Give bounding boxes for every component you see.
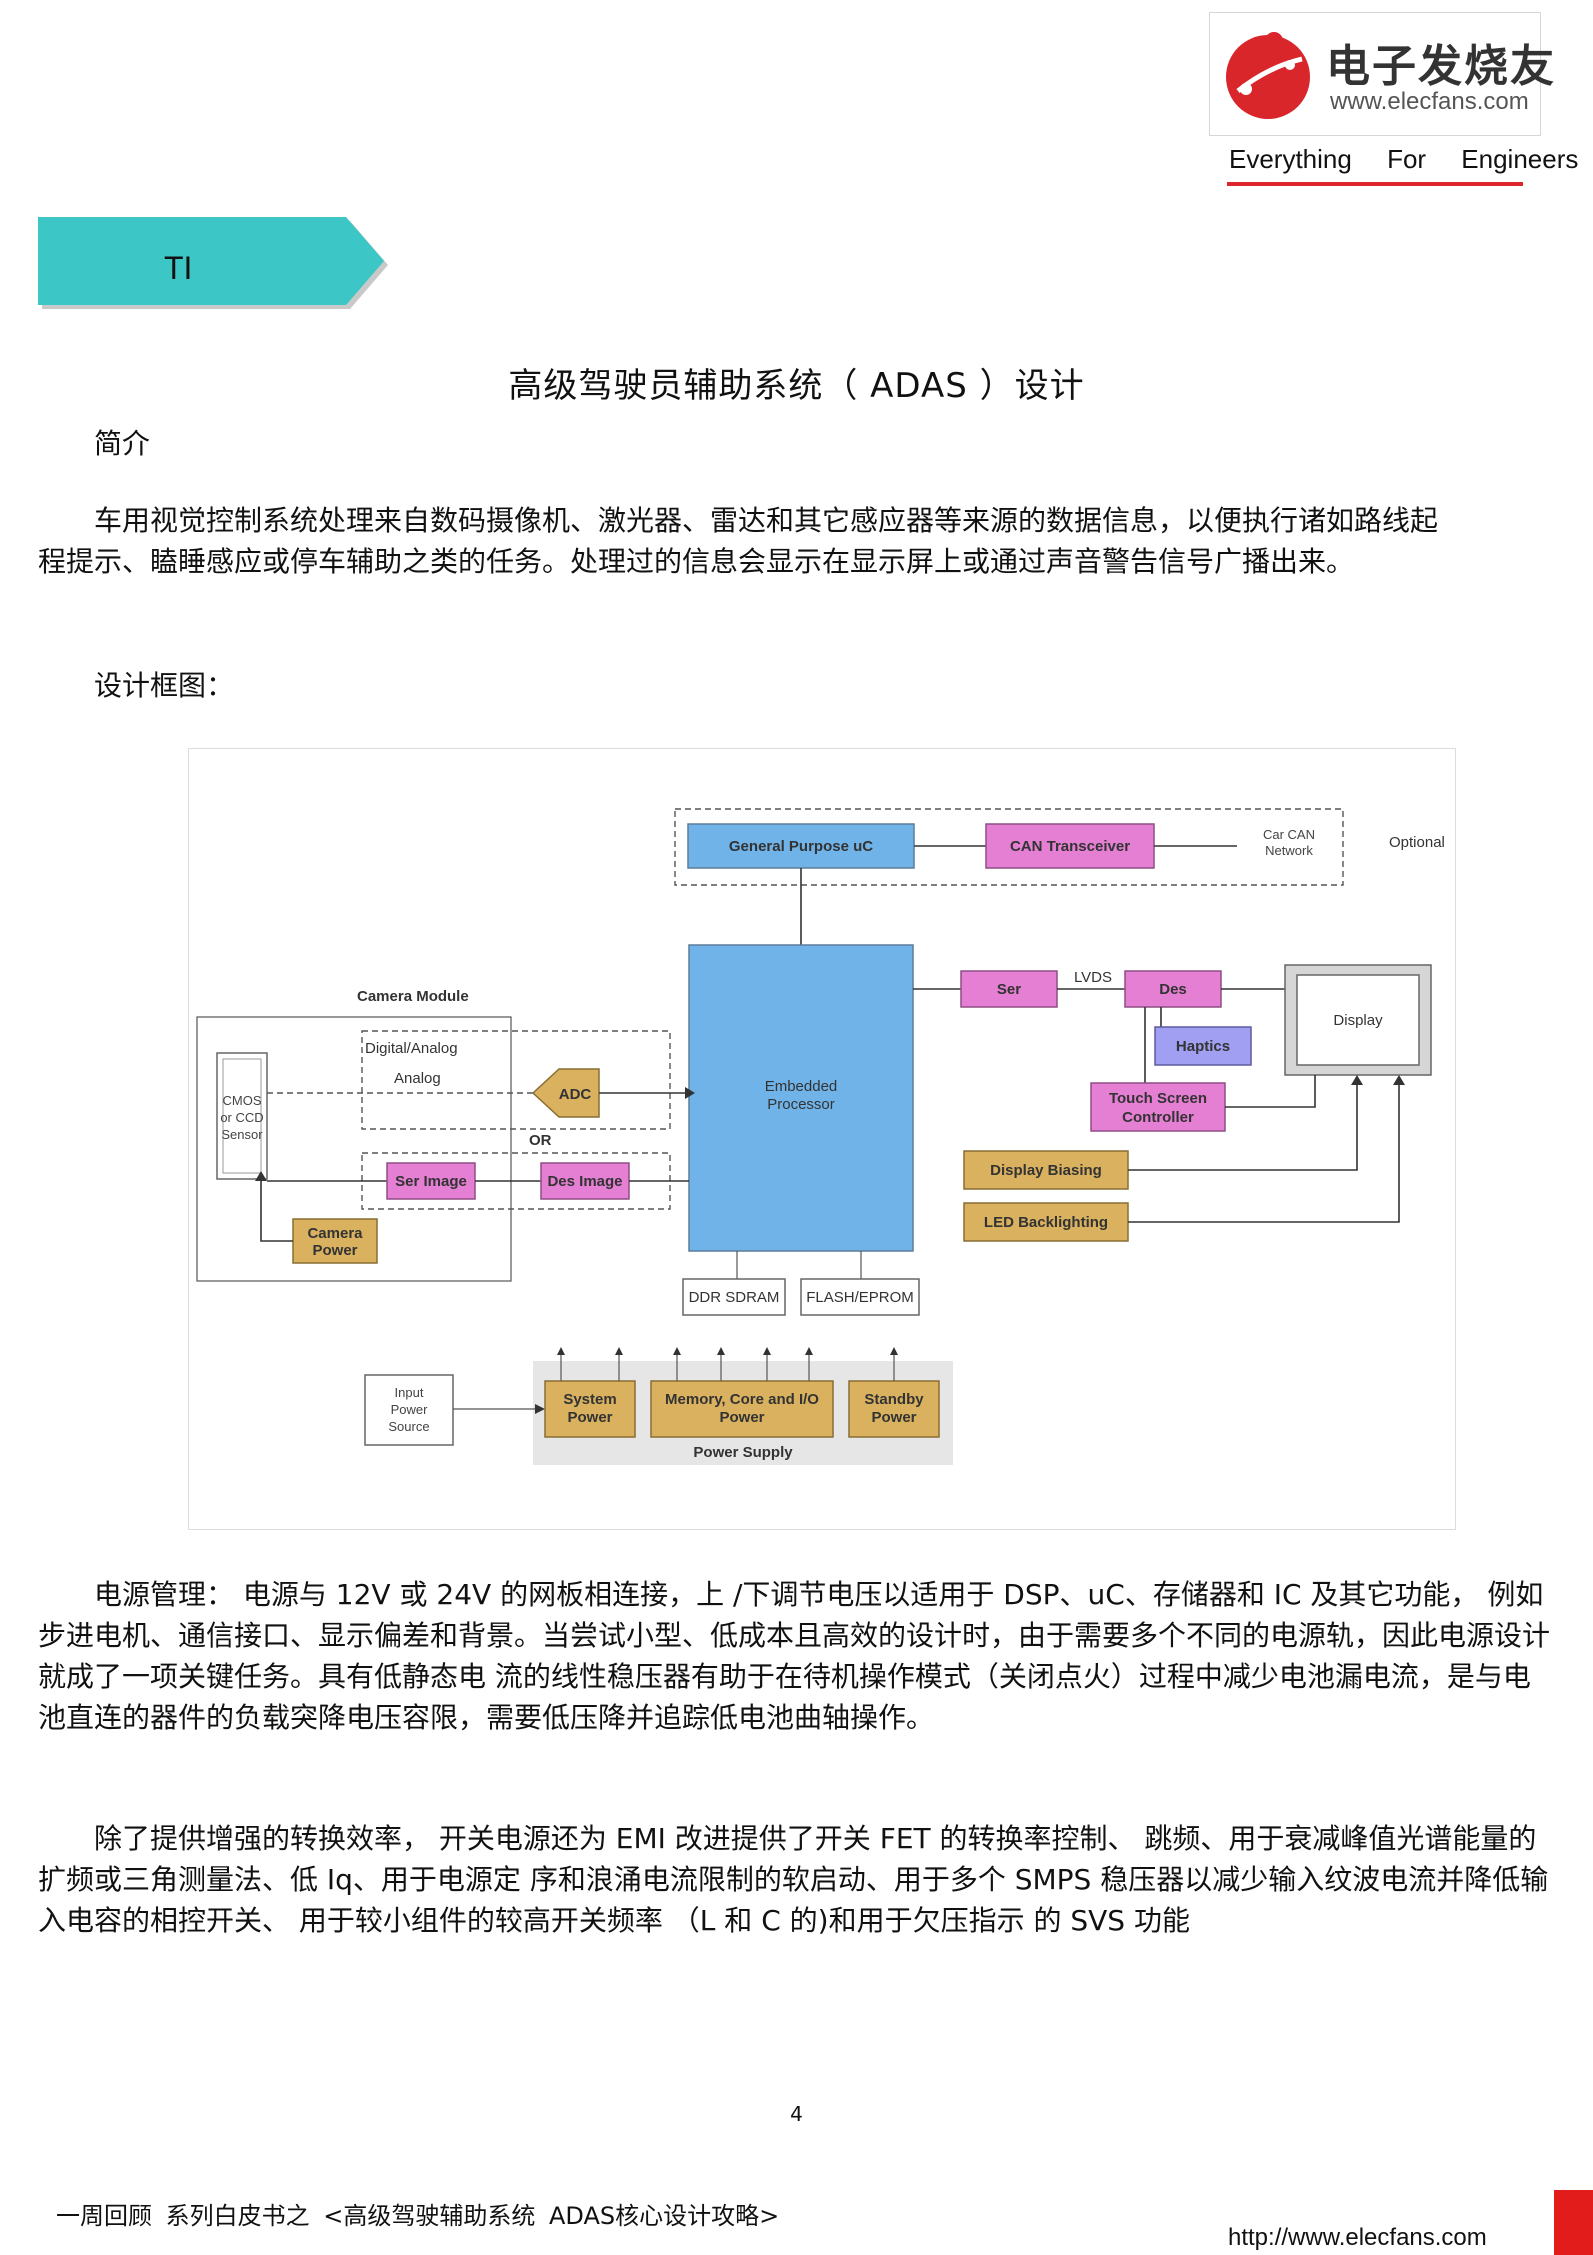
power-output-arrows (560, 1353, 895, 1381)
intro-paragraph: 车用视觉控制系统处理来自数码摄像机、激光器、雷达和其它感应器等来源的数据信息，以… (38, 500, 1458, 582)
backlight-display-line (1128, 1081, 1400, 1223)
intro-heading: 简介 (94, 427, 151, 460)
input-power-source-box (364, 1374, 454, 1446)
touch-controller-label-1: Touch Screen (1109, 1090, 1207, 1107)
switching-power-paragraph: 除了提供增强的转换效率， 开关电源还为 EMI 改进提供了开关 FET 的转换率… (38, 1818, 1558, 1941)
power-management-text: 电源管理： 电源与 12V 或 24V 的网板相连接，上 /下调节电压以适用于 … (38, 1578, 1551, 1734)
footer-url[interactable]: http://www.elecfans.com (1228, 2224, 1487, 2251)
standby-power-label-2: Power (871, 1409, 916, 1426)
camera-power-label-1: Camera (307, 1225, 363, 1242)
framework-heading: 设计框图： (94, 669, 235, 702)
embedded-processor-label-2: Processor (767, 1096, 835, 1113)
led-backlighting-label: LED Backlighting (984, 1214, 1108, 1231)
optional-frame (674, 808, 1344, 886)
car-can-network-label-2: Network (1265, 843, 1313, 858)
system-power-box (544, 1380, 636, 1438)
or-label: OR (529, 1132, 552, 1149)
cmos-label-1: CMOS (223, 1093, 262, 1108)
input-power-label-3: Source (388, 1419, 429, 1434)
touch-display-line (1225, 1075, 1316, 1108)
flash-eprom-label: FLASH/EPROM (806, 1289, 914, 1306)
haptics-box (1154, 1026, 1252, 1066)
haptics-label: Haptics (1176, 1038, 1230, 1055)
ddr-sdram-box (682, 1278, 786, 1316)
section-tab-shape (38, 217, 388, 309)
display-biasing-box (963, 1150, 1129, 1190)
des-image-label: Des Image (547, 1173, 622, 1190)
section-tab-label: TI (164, 250, 193, 286)
footer-caption: 一周回顾 系列白皮书之 <高级驾驶辅助系统 ADAS核心设计攻略> (56, 2202, 780, 2230)
system-power-label-2: Power (567, 1409, 612, 1426)
display-screen (1296, 974, 1420, 1066)
tagline: Everything For Engineers (1229, 144, 1579, 174)
general-purpose-uc-label: General Purpose uC (729, 838, 873, 855)
display-biasing-label: Display Biasing (990, 1162, 1102, 1179)
intro-paragraph-text: 车用视觉控制系统处理来自数码摄像机、激光器、雷达和其它感应器等来源的数据信息，以… (38, 504, 1439, 578)
embedded-processor-box (688, 944, 914, 1252)
logo-text-cn: 电子发烧友 (1326, 41, 1556, 92)
biasing-display-line (1128, 1081, 1358, 1171)
optional-label: Optional (1389, 834, 1445, 851)
power-supply-label: Power Supply (693, 1444, 793, 1461)
elecfans-logo-icon (1226, 32, 1310, 119)
display-label: Display (1333, 1012, 1383, 1029)
standby-power-box (848, 1380, 940, 1438)
flash-eprom-box (800, 1278, 920, 1316)
power-management-paragraph: 电源管理： 电源与 12V 或 24V 的网板相连接，上 /下调节电压以适用于 … (38, 1574, 1558, 1738)
analog-label: Analog (394, 1070, 441, 1087)
logo-url-text: www.elecfans.com (1330, 88, 1529, 115)
cmos-sensor-box (216, 1052, 268, 1180)
ddr-sdram-label: DDR SDRAM (689, 1289, 780, 1306)
touch-controller-label-2: Controller (1122, 1109, 1194, 1126)
memory-power-label-1: Memory, Core and I/O (665, 1391, 819, 1408)
adc-label: ADC (559, 1086, 592, 1103)
ser-label: Ser (997, 981, 1021, 998)
memory-power-label-2: Power (719, 1409, 764, 1426)
car-can-network-label-1: Car CAN (1263, 827, 1315, 842)
ser-image-label: Ser Image (395, 1173, 467, 1190)
tagline-underline (1227, 182, 1523, 186)
memory-core-io-power-box (650, 1380, 834, 1438)
site-logo (1209, 12, 1541, 136)
ser-image-box (386, 1162, 476, 1200)
des-label: Des (1159, 981, 1187, 998)
camera-module-label: Camera Module (357, 988, 469, 1005)
footer-red-bar (1554, 2190, 1593, 2255)
input-power-label-1: Input (395, 1385, 424, 1400)
digital-analog-frame (361, 1030, 671, 1130)
des-box (1124, 970, 1222, 1008)
lvds-label: LVDS (1074, 969, 1112, 986)
can-transceiver-box (985, 823, 1155, 869)
des-image-box (540, 1162, 630, 1200)
switching-power-text: 除了提供增强的转换效率， 开关电源还为 EMI 改进提供了开关 FET 的转换率… (38, 1822, 1549, 1937)
can-transceiver-label: CAN Transceiver (1010, 838, 1130, 855)
embedded-processor-label-1: Embedded (765, 1078, 838, 1095)
cmos-label-2: or CCD (220, 1110, 263, 1125)
standby-power-label-1: Standby (864, 1391, 924, 1408)
adas-block-diagram: Optional General Purpose uC CAN Transcei… (188, 748, 1456, 1530)
ser-box (960, 970, 1058, 1008)
page-number: 4 (790, 2102, 803, 2126)
document-title: 高级驾驶员辅助系统（ ADAS ）设计 (508, 366, 1085, 406)
camera-module-frame (196, 1016, 512, 1282)
input-power-label-2: Power (391, 1402, 429, 1417)
cmos-label-3: Sensor (221, 1127, 263, 1142)
led-backlighting-box (963, 1202, 1129, 1242)
digital-analog-label: Digital/Analog (365, 1040, 458, 1057)
touch-controller-box (1090, 1082, 1226, 1132)
system-power-label-1: System (563, 1391, 616, 1408)
camera-power-label-2: Power (312, 1242, 357, 1259)
camera-power-line (260, 1179, 293, 1242)
